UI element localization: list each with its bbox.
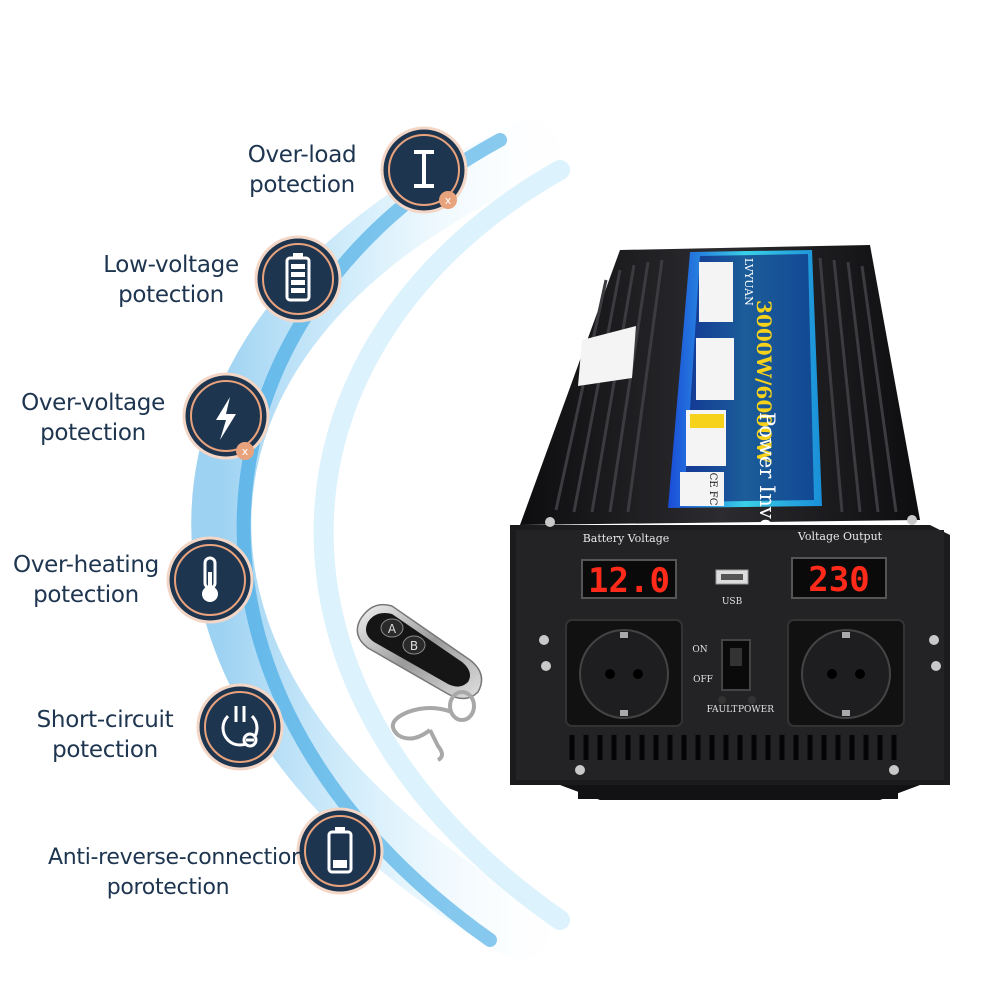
battery-voltage-label: Battery Voltage <box>583 532 670 545</box>
feature-subtitle: potection <box>118 282 224 308</box>
spec-label <box>699 262 733 322</box>
ac-outlet-right[interactable] <box>787 619 905 727</box>
voltage-output-label: Voltage Output <box>797 530 883 543</box>
fault-led <box>718 696 726 704</box>
feature-over-load: Over-load potection <box>234 140 370 200</box>
spec-label <box>696 338 734 400</box>
cert-label <box>680 472 724 506</box>
feature-subtitle: potection <box>40 420 146 446</box>
feature-title: Over-voltage <box>21 390 165 416</box>
ac-outlet-left[interactable] <box>565 619 683 727</box>
fault-label: FAULT <box>707 705 738 715</box>
remote-button-a-label: A <box>388 622 397 636</box>
battery-voltage-display <box>581 559 677 599</box>
feature-title: Short-circuit <box>36 707 174 733</box>
feature-icon-2 <box>254 235 342 323</box>
base-bracket <box>560 785 920 800</box>
feature-icon-5 <box>196 683 284 771</box>
power-led <box>748 696 756 704</box>
current-overload-icon <box>414 150 434 188</box>
feature-over-heating: Over-heating potection <box>10 550 162 610</box>
feature-over-voltage: Over-voltage potection <box>18 388 168 448</box>
svg-text:x: x <box>242 445 249 458</box>
feature-icon-1: x <box>380 126 468 214</box>
brand-text: LVYUAN <box>742 258 755 306</box>
x-badge-icon <box>236 442 254 460</box>
remote-control: A B <box>356 603 483 762</box>
feature-low-voltage: Low-voltage potection <box>96 250 246 310</box>
feature-anti-reverse: Anti-reverse-connection porotection <box>48 843 305 903</box>
feature-title: Low-voltage <box>103 252 239 278</box>
warning-sticker <box>578 326 636 386</box>
svg-text:x: x <box>445 194 452 207</box>
voltage-output-value: 230 <box>808 560 869 600</box>
power-inverter: CE FC LVYUAN 3000W/6000W Power Inverter … <box>510 245 950 800</box>
power-label: POWER <box>738 705 774 715</box>
x-badge-icon <box>439 191 457 209</box>
battery-voltage-value: 12.0 <box>588 561 670 601</box>
battery-level-icon <box>285 253 311 302</box>
switch-off-label: OFF <box>693 675 713 685</box>
keyring-icon <box>390 690 476 762</box>
remote-button-a <box>380 618 404 638</box>
remote-button-b-label: B <box>410 639 418 653</box>
lightning-icon <box>216 397 236 440</box>
feature-title: Anti-reverse-connection <box>48 845 305 870</box>
feature-subtitle: potection <box>249 172 355 198</box>
switch-on-label: ON <box>692 645 707 655</box>
feature-subtitle: porotection <box>106 875 230 900</box>
remote-button-b <box>402 635 426 655</box>
feature-short-circuit: Short-circuit potection <box>30 705 180 765</box>
voltage-output-display <box>791 557 887 599</box>
feature-icon-6 <box>296 807 384 895</box>
feature-subtitle: potection <box>52 737 158 763</box>
model-text: 3000W/6000W <box>752 300 776 464</box>
cert-text: CE FC <box>707 473 718 506</box>
battery-icon <box>327 827 353 874</box>
usb-label: USB <box>722 597 743 607</box>
feature-icon-3: x <box>182 372 270 460</box>
feature-title: Over-heating <box>13 552 159 578</box>
feature-icon-4 <box>166 536 254 624</box>
short-circuit-icon <box>221 706 259 748</box>
thermometer-icon <box>202 556 218 602</box>
panel-screws <box>539 515 941 775</box>
ventilation-slots <box>569 735 897 760</box>
feature-subtitle: potection <box>33 582 139 608</box>
feature-title: Over-load <box>247 142 357 168</box>
